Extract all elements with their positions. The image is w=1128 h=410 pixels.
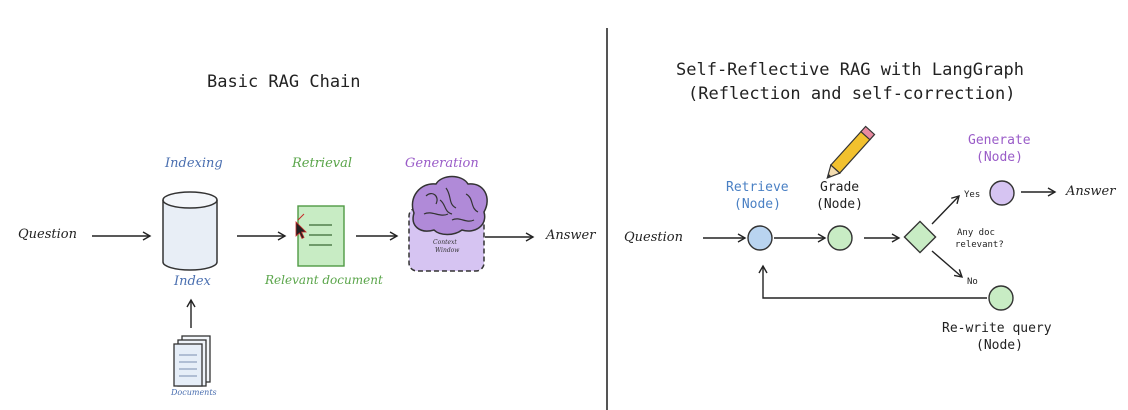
mouse-cursor-icon [295,213,307,240]
label-generate-sub: (Node) [976,150,1023,165]
brain-icon [411,175,488,236]
label-question-left: Question [18,227,77,242]
right-title-line2: (Reflection and self-correction) [688,84,1016,104]
retrieve-node [747,225,773,251]
pencil-icon [826,125,876,180]
label-no: No [967,277,978,287]
label-decision-line2: relevant? [955,240,1004,250]
label-retrieve-sub: (Node) [734,197,781,212]
label-yes: Yes [964,190,981,200]
left-title: Basic RAG Chain [207,72,361,92]
label-grade-sub: (Node) [816,197,863,212]
label-answer-right: Answer [1066,184,1116,199]
label-rewrite-sub: (Node) [976,338,1023,353]
label-relevant-document: Relevant document [265,273,383,287]
label-retrieve: Retrieve [726,180,789,195]
index-cylinder-icon [162,191,218,271]
label-context-line1: Context [433,239,457,246]
label-generation: Generation [405,156,479,171]
generate-node [989,180,1015,206]
arrow-decision-to-generate [931,194,960,225]
label-generate: Generate [968,133,1031,148]
label-rewrite: Re-write query [942,321,1052,336]
label-context-line2: Window [435,247,460,254]
relevant-document-icon [297,205,345,267]
label-decision-line1: Any doc [957,228,995,238]
label-documents: Documents [171,388,217,397]
label-grade: Grade [820,180,860,195]
right-title-line1: Self-Reflective RAG with LangGraph [676,60,1024,80]
label-indexing: Indexing [165,156,223,171]
label-retrieval: Retrieval [292,156,353,171]
documents-stack-icon [173,335,211,387]
decision-diamond [903,220,937,254]
rewrite-node [988,285,1014,311]
label-answer-left: Answer [546,228,596,243]
label-question-right: Question [624,230,683,245]
arrow-rewrite-to-retrieve [758,264,987,299]
grade-node [827,225,853,251]
label-index: Index [174,274,211,289]
arrow-decision-to-rewrite [931,250,964,278]
